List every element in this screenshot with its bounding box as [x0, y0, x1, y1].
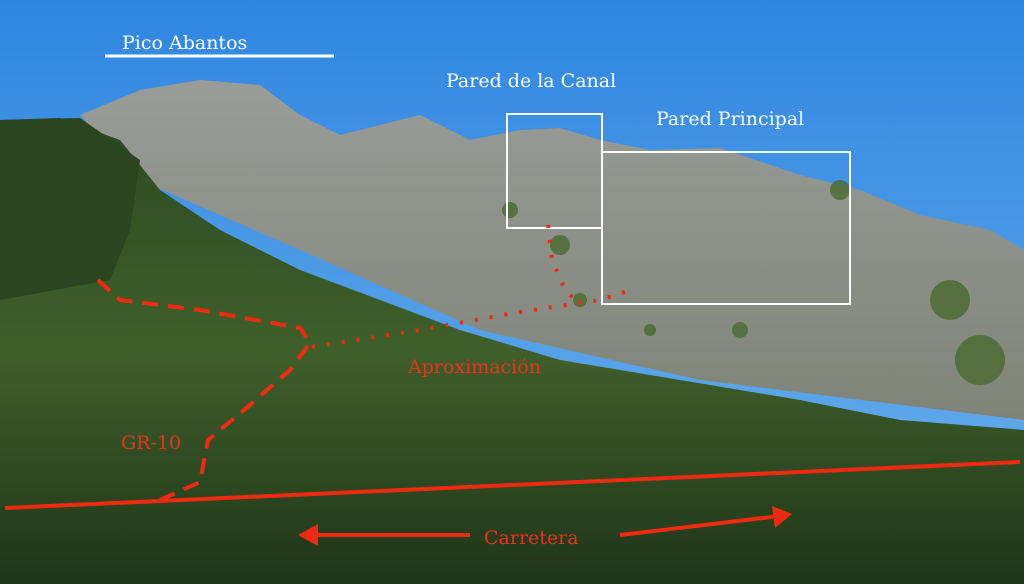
label-carretera: Carretera — [484, 527, 579, 549]
label-pared-principal: Pared Principal — [656, 108, 805, 130]
gr10-trail-line — [96, 278, 313, 502]
label-aproximacion: Aproximación — [408, 356, 541, 378]
forest — [0, 118, 1024, 584]
label-gr10: GR-10 — [121, 432, 182, 454]
approach-dotted-line — [311, 288, 631, 349]
label-pared-de-la-canal: Pared de la Canal — [446, 70, 617, 92]
approach-dotted-line-canal — [546, 224, 582, 307]
shrubs — [502, 180, 1005, 385]
label-pico-abantos: Pico Abantos — [122, 32, 248, 54]
road-line — [4, 460, 1021, 510]
forest-left-ridge — [0, 118, 140, 300]
road-arrows — [298, 506, 792, 546]
main-wall-box — [601, 151, 851, 305]
